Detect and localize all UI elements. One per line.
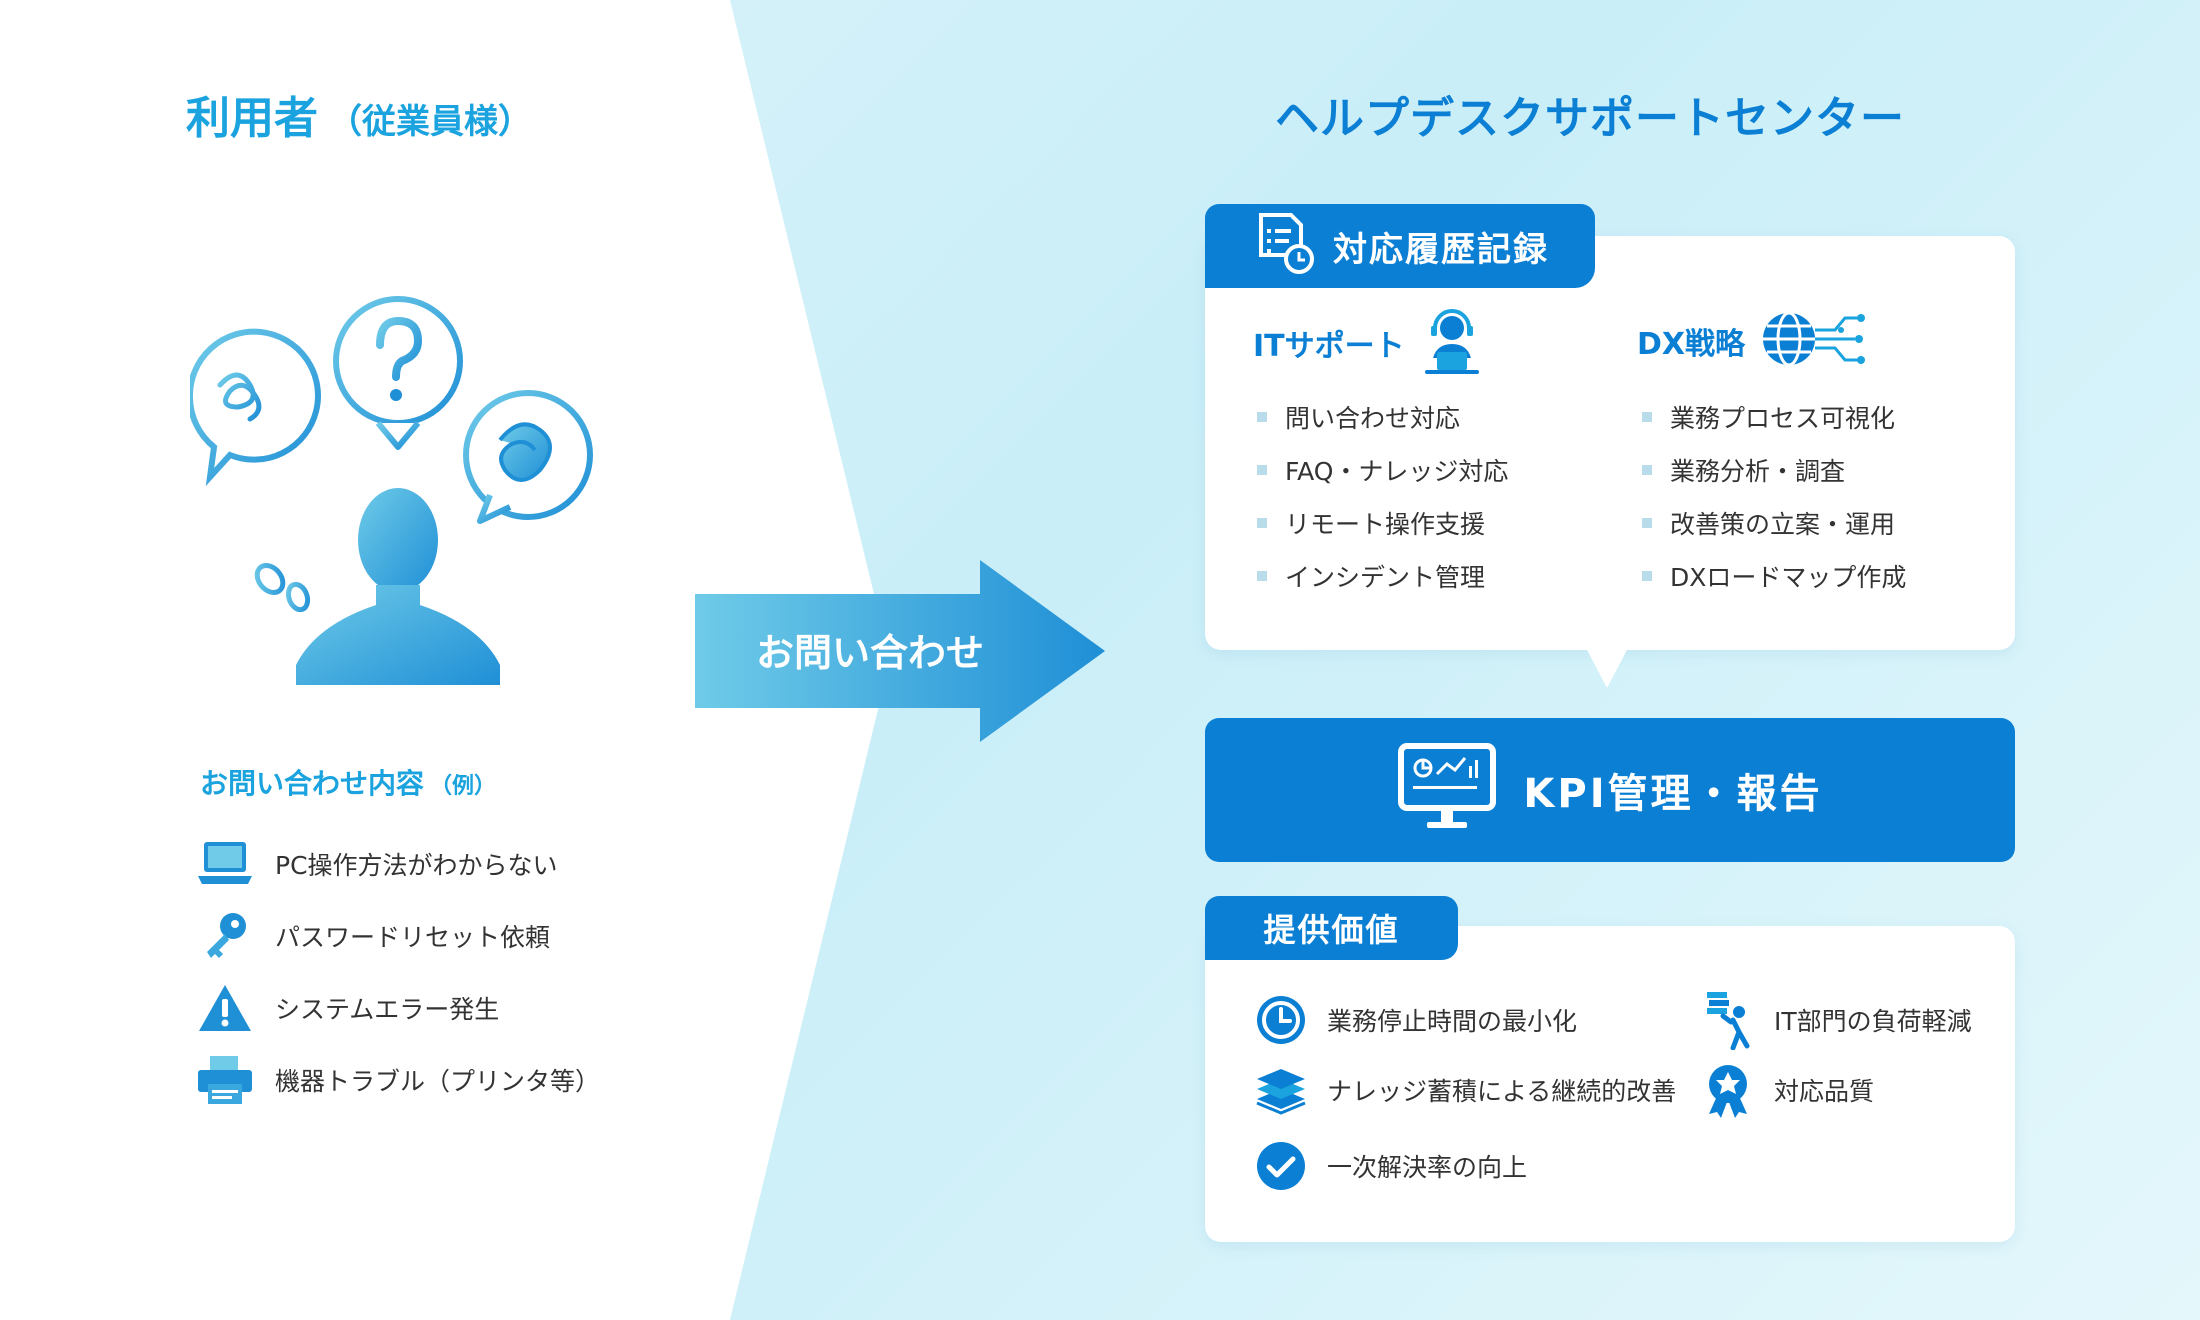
value-label: IT部門の負荷軽減: [1774, 1007, 1972, 1036]
value-item: IT部門の負荷軽減: [1700, 992, 1972, 1050]
value-label: 一次解決率の向上: [1327, 1153, 1528, 1182]
printer-icon: [195, 1054, 255, 1106]
stacked-books-icon: [1253, 1062, 1309, 1118]
value-item: 一次解決率の向上: [1253, 1138, 1527, 1194]
headset-operator-icon: [1419, 306, 1485, 380]
example-label: 機器トラブル（プリンタ等）: [275, 1067, 601, 1096]
list-item: 業務分析・調査: [1642, 443, 1906, 496]
examples-title-main: お問い合わせ内容: [200, 767, 425, 800]
examples-title: お問い合わせ内容 （例）: [200, 762, 496, 802]
dx-strategy-title: DX戦略: [1637, 327, 1746, 362]
list-item: DXロードマップ作成: [1642, 549, 1906, 602]
value-card: [1205, 926, 2015, 1242]
kpi-box: KPI管理・報告: [1205, 718, 2015, 862]
arrow-label: お問い合わせ: [755, 631, 984, 675]
list-item: FAQ・ナレッジ対応: [1257, 443, 1508, 496]
example-list: PC操作方法がわからない パスワードリセット依頼 システムエラー発生 機器トラブ…: [195, 828, 600, 1116]
example-label: パスワードリセット依頼: [275, 923, 551, 952]
scribble-bubble-icon: [190, 328, 321, 487]
it-support-list: 問い合わせ対応 FAQ・ナレッジ対応 リモート操作支援 インシデント管理: [1257, 390, 1508, 602]
it-support-heading: ITサポート: [1253, 306, 1485, 380]
network-globe-icon: [1759, 306, 1869, 376]
it-support-item: 問い合わせ対応: [1285, 403, 1461, 433]
it-support-item: リモート操作支援: [1285, 509, 1486, 539]
it-support-title: ITサポート: [1253, 329, 1405, 364]
it-support-item: インシデント管理: [1285, 562, 1486, 592]
lightened-load-icon: [1700, 992, 1756, 1050]
list-item: 業務プロセス可視化: [1642, 390, 1906, 443]
list-item: システムエラー発生: [195, 972, 600, 1044]
laptop-icon: [195, 838, 255, 890]
dx-strategy-item: 業務分析・調査: [1670, 456, 1846, 486]
helpdesk-title: ヘルプデスクサポートセンター: [1275, 93, 1905, 144]
dx-strategy-list: 業務プロセス可視化 業務分析・調査 改善策の立案・運用 DXロードマップ作成: [1642, 390, 1906, 602]
warning-icon: [195, 982, 255, 1034]
bullet-square-icon: [1257, 411, 1267, 422]
award-star-icon: [1700, 1062, 1756, 1118]
clock-icon: [1253, 992, 1309, 1048]
list-item: リモート操作支援: [1257, 496, 1508, 549]
dx-strategy-item: 改善策の立案・運用: [1670, 509, 1896, 539]
user-title-main: 利用者: [186, 93, 318, 144]
value-item: 対応品質: [1700, 1062, 1874, 1118]
record-tab: 対応履歴記録: [1205, 204, 1595, 288]
document-clock-icon: [1255, 213, 1315, 279]
example-label: PC操作方法がわからない: [275, 851, 558, 880]
list-item: インシデント管理: [1257, 549, 1508, 602]
list-item: 改善策の立案・運用: [1642, 496, 1906, 549]
bullet-square-icon: [1642, 464, 1652, 475]
dx-strategy-item: DXロードマップ作成: [1670, 562, 1907, 592]
value-label: 対応品質: [1774, 1077, 1875, 1106]
bullet-square-icon: [1257, 517, 1267, 528]
kpi-label: KPI管理・報告: [1523, 771, 1823, 817]
check-circle-icon: [1253, 1138, 1309, 1194]
list-item: 機器トラブル（プリンタ等）: [195, 1044, 600, 1116]
record-tab-label: 対応履歴記録: [1333, 229, 1549, 270]
it-support-item: FAQ・ナレッジ対応: [1285, 456, 1509, 486]
value-tab-label: 提供価値: [1263, 911, 1400, 949]
dx-strategy-item: 業務プロセス可視化: [1670, 403, 1896, 433]
list-item: 問い合わせ対応: [1257, 390, 1508, 443]
user-title: 利用者 （従業員様）: [186, 82, 532, 146]
value-tab: 提供価値: [1205, 896, 1458, 960]
value-item: 業務停止時間の最小化: [1253, 992, 1577, 1048]
bullet-square-icon: [1257, 570, 1267, 581]
confused-user-illustration: [190, 296, 593, 685]
value-item: ナレッジ蓄積による継続的改善: [1253, 1062, 1676, 1118]
inquiry-arrow: [695, 560, 1105, 742]
record-card: [1205, 236, 2015, 650]
value-label: ナレッジ蓄積による継続的改善: [1327, 1077, 1677, 1106]
person-silhouette-icon: [296, 488, 500, 685]
dx-strategy-heading: DX戦略: [1637, 306, 1869, 376]
tangle-bubble-icon: [463, 390, 593, 524]
bullet-square-icon: [1642, 411, 1652, 422]
key-icon: [195, 910, 255, 962]
user-title-sub: （従業員様）: [328, 102, 532, 142]
question-bubble-icon: [333, 296, 463, 450]
record-card-pointer: [1585, 646, 1629, 688]
bullet-square-icon: [1257, 464, 1267, 475]
bullet-square-icon: [1642, 570, 1652, 581]
example-label: システムエラー発生: [275, 995, 500, 1024]
bullet-square-icon: [1642, 517, 1652, 528]
monitor-chart-icon: [1397, 742, 1497, 838]
examples-title-sub: （例）: [430, 774, 497, 799]
value-label: 業務停止時間の最小化: [1327, 1007, 1578, 1036]
list-item: PC操作方法がわからない: [195, 828, 600, 900]
list-item: パスワードリセット依頼: [195, 900, 600, 972]
